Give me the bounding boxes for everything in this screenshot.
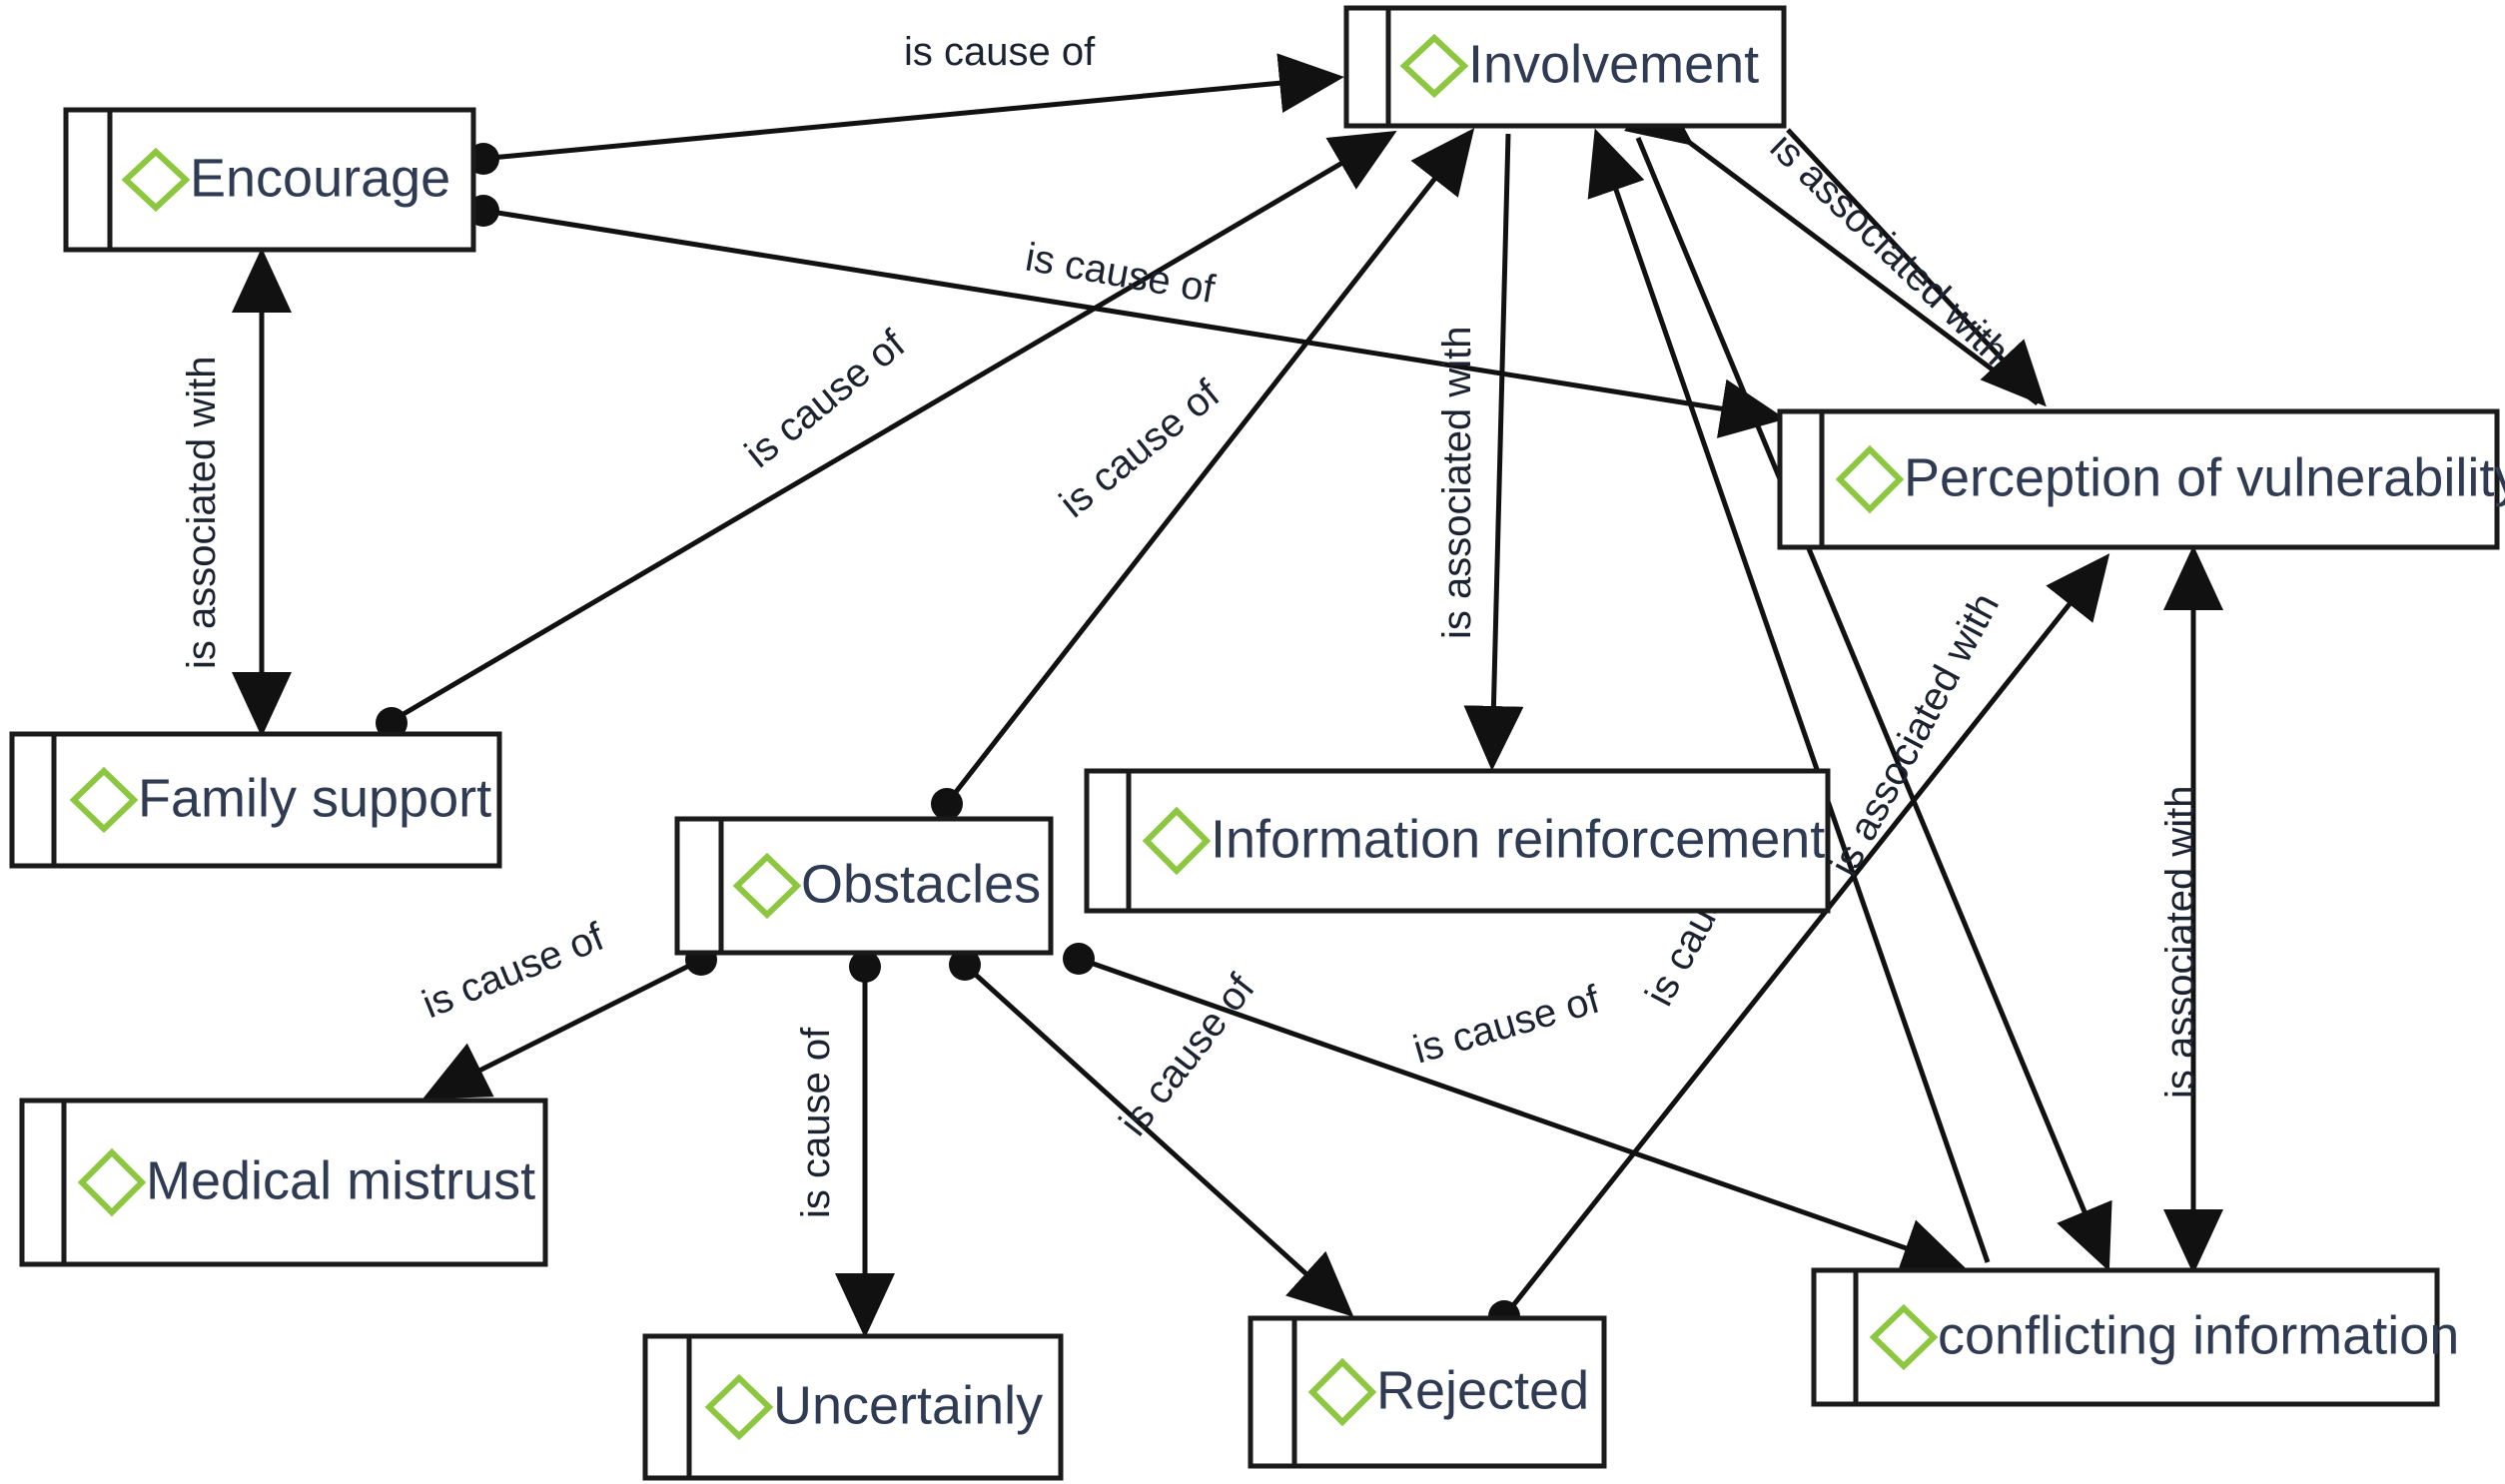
edge-family-involvement[interactable]: [376, 130, 1397, 739]
edge-label: is cause of: [904, 30, 1096, 74]
node-conflicting-information[interactable]: conflicting information: [1811, 1267, 2459, 1407]
node-encourage[interactable]: Encourage: [63, 107, 476, 253]
edge-obstacles-conflicting[interactable]: [1063, 943, 1968, 1277]
edge-source-dot: [376, 707, 408, 739]
edge-perception-involvement[interactable]: [1624, 83, 2040, 405]
node-label: Perception of vulnerability: [1904, 447, 2505, 507]
edge-involvement-inforeinforce[interactable]: [1463, 133, 1524, 771]
node-label: Family support: [138, 768, 491, 828]
edge-source-dot: [849, 951, 881, 983]
edge-source-dot: [931, 788, 963, 820]
edge-involvement-conflicting[interactable]: [1635, 137, 2112, 1272]
green-diamond-icon: [704, 1373, 774, 1441]
green-diamond-icon: [1142, 806, 1212, 876]
green-diamond-icon: [732, 852, 802, 920]
node-label: Medical mistrust: [146, 1150, 535, 1210]
green-diamond-icon: [1399, 33, 1469, 99]
edge-label: is associated with: [180, 357, 224, 669]
node-obstacles[interactable]: Obstacles: [674, 816, 1054, 956]
node-medical-mistrust[interactable]: Medical mistrust: [19, 1098, 548, 1267]
green-diamond-icon: [121, 147, 191, 213]
node-label: conflicting information: [1938, 1305, 2459, 1365]
edge-label: is associated with: [1435, 327, 1479, 639]
edges-group: [232, 53, 2223, 1338]
node-involvement[interactable]: Involvement: [1343, 5, 1787, 129]
edge-obstacles-uncertainly[interactable]: [835, 951, 895, 1338]
green-diamond-icon: [1835, 444, 1905, 514]
node-perception-of-vulnerability[interactable]: Perception of vulnerability: [1777, 408, 2505, 550]
node-label: Information reinforcement: [1211, 809, 1825, 869]
node-label: Obstacles: [801, 854, 1041, 914]
node-label: Rejected: [1376, 1360, 1589, 1420]
green-diamond-icon: [1869, 1303, 1939, 1371]
node-family-support[interactable]: Family support: [9, 731, 502, 869]
edge-label: is associated with: [2158, 786, 2202, 1099]
edge-involvement-perception-assoc[interactable]: [1786, 128, 2047, 407]
edge-source-dot: [1063, 943, 1095, 975]
green-diamond-icon: [69, 766, 139, 834]
green-diamond-icon: [1307, 1357, 1377, 1427]
edge-source-dot: [949, 949, 981, 981]
node-label: Uncertainly: [773, 1375, 1043, 1435]
node-uncertainly[interactable]: Uncertainly: [642, 1333, 1064, 1481]
node-rejected[interactable]: Rejected: [1248, 1315, 1607, 1469]
green-diamond-icon: [77, 1147, 147, 1217]
node-label: Encourage: [190, 148, 450, 208]
edge-obstacles-involvement[interactable]: [931, 128, 1475, 820]
edge-conflicting-involvement[interactable]: [1587, 128, 1991, 1263]
edge-obstacles-rejected[interactable]: [949, 949, 1354, 1317]
node-information-reinforcement[interactable]: Information reinforcement: [1084, 768, 1831, 914]
node-label: Involvement: [1468, 34, 1759, 94]
edge-label: is cause of: [794, 1027, 838, 1218]
